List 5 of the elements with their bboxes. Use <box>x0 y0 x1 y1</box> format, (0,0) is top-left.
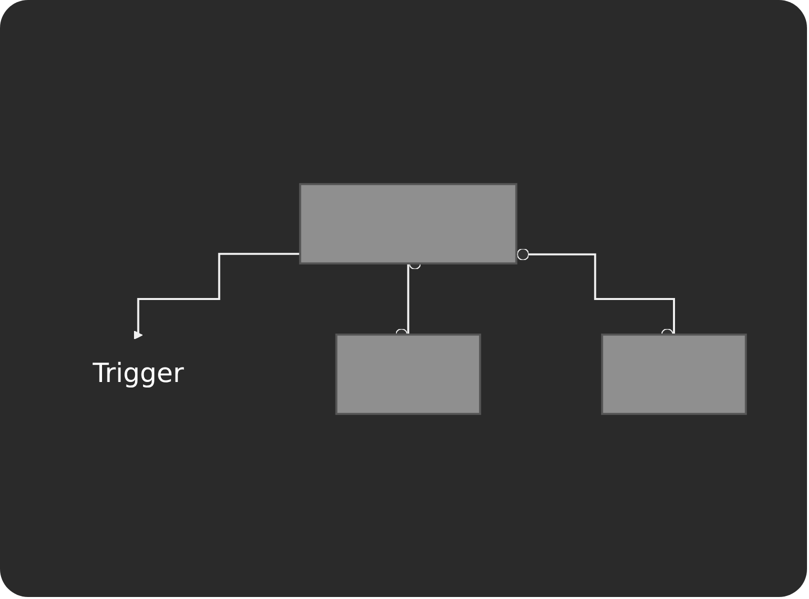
node-box <box>600 333 746 414</box>
arrow <box>133 252 300 340</box>
node-text: Trigger <box>92 358 184 388</box>
node-box <box>298 182 517 264</box>
node-box <box>334 333 481 414</box>
